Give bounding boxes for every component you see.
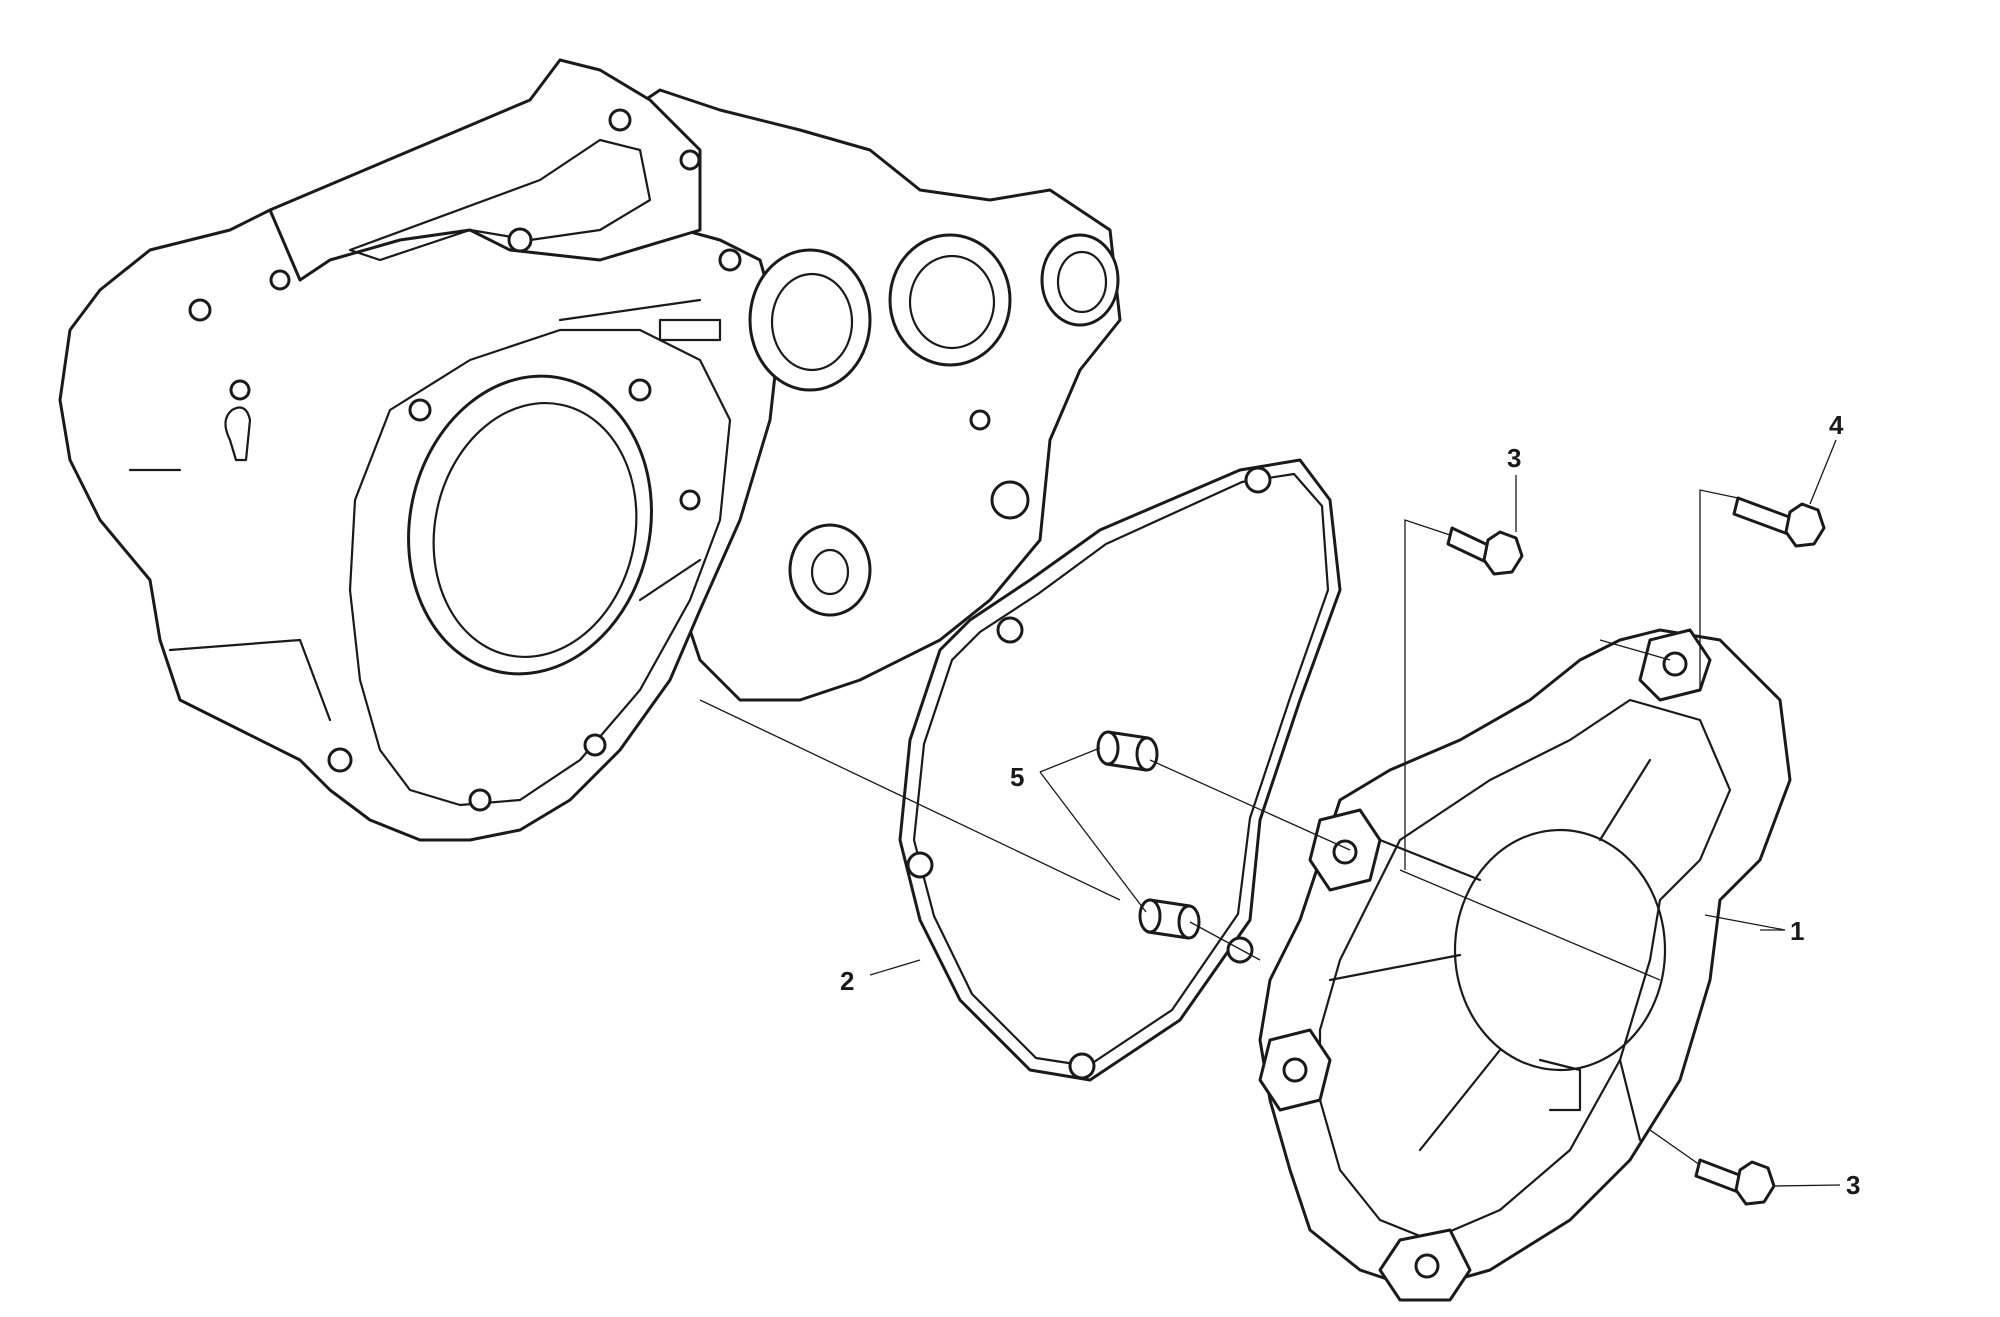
callout-label: 3	[1846, 1170, 1860, 1200]
callout-3-lower: 3	[1846, 1170, 1860, 1200]
dowel-pin-lower	[1138, 898, 1201, 940]
alignment-lines	[699, 489, 1739, 1166]
flange-bolt-upper	[1446, 526, 1524, 576]
callout-label: 4	[1829, 410, 1844, 440]
callout-1: 1	[1790, 916, 1804, 946]
callout-label: 3	[1507, 443, 1521, 473]
stator-cover	[1258, 628, 1792, 1302]
callout-4: 4	[1829, 410, 1844, 440]
callout-5: 5	[1010, 762, 1024, 792]
callout-3-upper: 3	[1507, 443, 1521, 473]
callout-label: 2	[840, 966, 854, 996]
crankcase-half	[58, 58, 1122, 842]
flange-bolt-lower	[1694, 1158, 1776, 1206]
callout-label: 5	[1010, 762, 1024, 792]
flange-bolt-long	[1732, 496, 1826, 548]
callout-label: 1	[1790, 916, 1804, 946]
callout-leaders	[869, 439, 1841, 1187]
callout-2: 2	[840, 966, 854, 996]
dowel-pin-upper	[1096, 730, 1159, 772]
cover-gasket	[898, 458, 1342, 1082]
